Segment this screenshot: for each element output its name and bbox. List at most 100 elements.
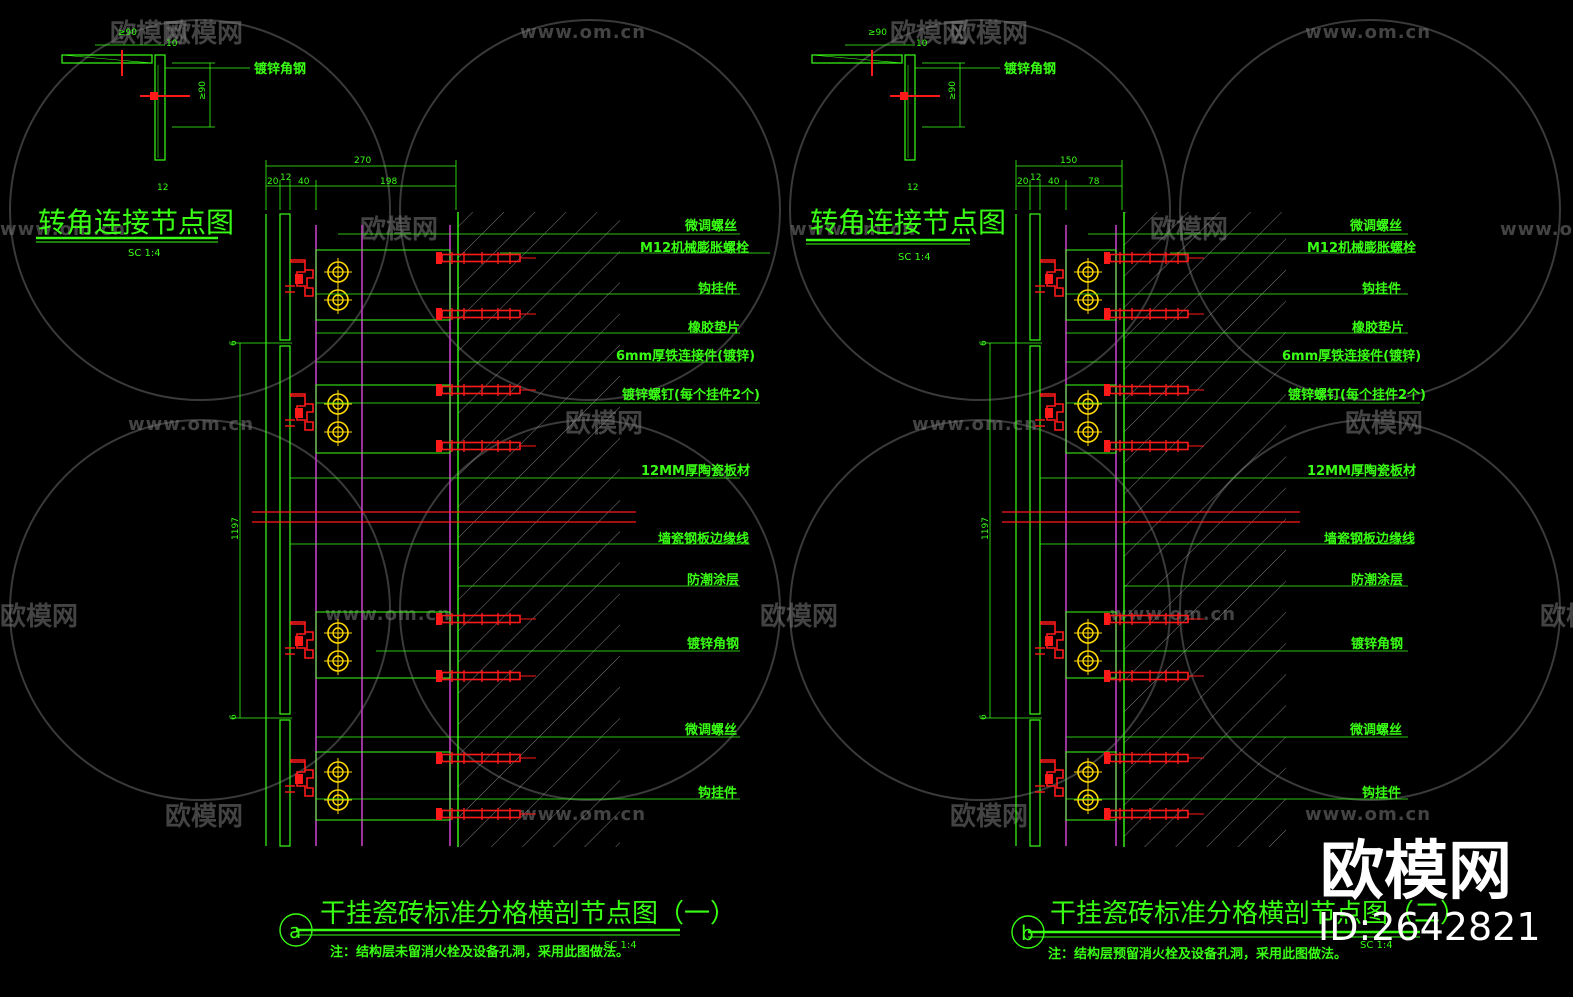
- left-dim-a: 20: [267, 177, 279, 187]
- right-title-block: b 干挂瓷砖标准分格横剖节点图（二） SC 1:4 注：结构层预留消火栓及设备孔…: [1011, 899, 1466, 962]
- right-dim-b: 12: [1030, 173, 1041, 183]
- watermark-logo: 欧模网: [165, 18, 243, 49]
- right-dim-c: 40: [1048, 177, 1060, 187]
- right-corner-dim-bottom: 12: [907, 183, 918, 193]
- watermark-url: www.om.cn: [0, 219, 126, 240]
- right-corner-title: 转角连接节点图: [810, 206, 1006, 239]
- right-tile-panels: [1015, 213, 1041, 847]
- left-label: 钩挂件: [698, 785, 737, 801]
- right-corner-dim-top: ≥90: [868, 28, 887, 38]
- right-label: 墙瓷钢板边缘线: [1324, 531, 1415, 547]
- right-dim-d: 78: [1088, 177, 1100, 187]
- right-drawing: ≥90 10 ≥90 12 镀锌角钢 转角连接节点图 SC 1:4 150 20…: [806, 28, 1466, 962]
- right-corner-dim-side: ≥90: [948, 81, 958, 100]
- right-dim-a: 20: [1017, 177, 1029, 187]
- watermark-url: www.om.cn: [790, 219, 916, 240]
- left-label: M12机械膨胀螺栓: [640, 240, 749, 256]
- watermark-logo: 欧模网: [950, 18, 1028, 49]
- right-label: 6mm厚铁连接件(镀锌): [1282, 348, 1421, 364]
- watermark-layer: 欧模网 欧模网 www.om.cn 欧模网 欧模网 www.om.cn www.…: [0, 18, 1573, 832]
- watermark-url: www.om.cn: [325, 604, 451, 625]
- left-dim-d: 198: [380, 177, 397, 187]
- left-label: 防潮涂层: [687, 572, 739, 588]
- left-corner-title: 转角连接节点图: [38, 206, 234, 239]
- right-dim-total: 150: [1060, 156, 1077, 166]
- left-dim-b: 12: [280, 173, 291, 183]
- left-tile-panels: [265, 213, 291, 847]
- right-dim-height: 1197: [981, 517, 991, 540]
- right-label: M12机械膨胀螺栓: [1307, 240, 1416, 256]
- right-label: 镀锌螺钉(每个挂件2个): [1288, 387, 1426, 403]
- watermark-logo: 欧模网: [165, 801, 243, 832]
- left-dim-gap-bottom: 6: [229, 714, 239, 720]
- left-title-block: a 干挂瓷砖标准分格横剖节点图（一） SC 1:4 注：结构层未留消火栓及设备孔…: [279, 899, 736, 960]
- right-dim-gap-top: 6: [979, 340, 989, 346]
- right-title: 干挂瓷砖标准分格横剖节点图（二）: [1050, 899, 1466, 929]
- brand-id: ID:2642821: [1318, 905, 1541, 949]
- right-title-scale: SC 1:4: [1360, 940, 1393, 951]
- watermark-logo: 欧模网: [760, 601, 838, 632]
- left-label: 镀锌角钢: [687, 636, 739, 652]
- watermark-url: www.om.cn: [1305, 804, 1431, 825]
- left-label: 橡胶垫片: [688, 320, 740, 336]
- right-label: 橡胶垫片: [1352, 320, 1404, 336]
- left-dim-total: 270: [354, 156, 371, 166]
- right-concrete-wall: [1124, 212, 1286, 847]
- right-side-dimensions: 1197 6 6: [979, 340, 1042, 720]
- right-connector-frames: [1065, 249, 1117, 821]
- watermark-url: www.om.cn: [1500, 219, 1573, 240]
- left-leader-lines: [290, 233, 770, 800]
- left-side-dimensions: 1197 6 6: [229, 340, 292, 720]
- right-corner-dim-top2: 10: [916, 39, 928, 49]
- right-adjust-screws: [1073, 257, 1103, 815]
- left-corner-dim-bottom: 12: [157, 183, 168, 193]
- left-label: 12MM厚陶瓷板材: [641, 463, 750, 479]
- right-note: 注：结构层预留消火栓及设备孔洞，采用此图做法。: [1048, 946, 1347, 962]
- watermark-logo: 欧模网: [890, 18, 968, 49]
- watermark-logo: 欧模网: [1345, 408, 1423, 439]
- left-annotations: 微调螺丝 M12机械膨胀螺栓 钩挂件 橡胶垫片 6mm厚铁连接件(镀锌) 镀锌螺…: [616, 218, 760, 801]
- right-label: 微调螺丝: [1349, 218, 1402, 234]
- right-label: 钩挂件: [1362, 785, 1401, 801]
- left-corner-dim-top2: 10: [166, 39, 178, 49]
- watermark-logo: 欧模网: [110, 18, 188, 49]
- watermark-url: www.om.cn: [1305, 22, 1431, 43]
- watermark-logo: 欧模网: [1540, 601, 1573, 632]
- left-top-dimensions: 270 20 12 40 198: [265, 156, 457, 210]
- brand-stamp: 欧模网 ID:2642821: [1318, 835, 1541, 949]
- left-corner-label: 镀锌角钢: [254, 61, 306, 77]
- brand-name: 欧模网: [1320, 835, 1512, 909]
- left-drawing: ≥90 10 ≥90 12 镀锌角钢 转角连接节点图 SC 1:4 270 20…: [36, 28, 770, 960]
- left-label: 墙瓷钢板边缘线: [658, 531, 749, 547]
- right-label: 12MM厚陶瓷板材: [1307, 463, 1416, 479]
- left-label: 6mm厚铁连接件(镀锌): [616, 348, 755, 364]
- right-top-dimensions: 150 20 12 40 78: [1015, 156, 1123, 210]
- right-label: 微调螺丝: [1349, 722, 1402, 738]
- right-corner-label: 镀锌角钢: [1004, 61, 1056, 77]
- right-annotations: 微调螺丝 M12机械膨胀螺栓 钩挂件 橡胶垫片 6mm厚铁连接件(镀锌) 镀锌螺…: [1282, 218, 1426, 801]
- left-note: 注：结构层未留消火栓及设备孔洞，采用此图做法。: [330, 944, 629, 960]
- watermark-arcs: [9, 19, 1561, 801]
- watermark-url: www.om.cn: [912, 414, 1038, 435]
- left-dim-height: 1197: [231, 517, 241, 540]
- right-label: 钩挂件: [1362, 281, 1401, 297]
- left-corner-dim-top: ≥90: [118, 28, 137, 38]
- left-label: 钩挂件: [698, 281, 737, 297]
- watermark-logo: 欧模网: [950, 801, 1028, 832]
- left-concrete-wall: [458, 212, 620, 847]
- left-title: 干挂瓷砖标准分格横剖节点图（一）: [320, 899, 736, 929]
- left-corner-scale: SC 1:4: [128, 248, 161, 259]
- right-title-letter: b: [1021, 921, 1034, 945]
- right-label: 镀锌角钢: [1351, 636, 1403, 652]
- left-connector-frames: [315, 249, 451, 821]
- left-label: 镀锌螺钉(每个挂件2个): [622, 387, 760, 403]
- left-title-scale: SC 1:4: [604, 940, 637, 951]
- left-corner-dim-side: ≥90: [198, 81, 208, 100]
- right-steel-studs: [1065, 225, 1117, 846]
- left-label: 微调螺丝: [684, 218, 737, 234]
- right-leader-lines: [1040, 233, 1420, 800]
- left-title-letter: a: [289, 919, 301, 943]
- watermark-logo: 欧模网: [0, 601, 78, 632]
- left-steel-studs: [315, 225, 451, 846]
